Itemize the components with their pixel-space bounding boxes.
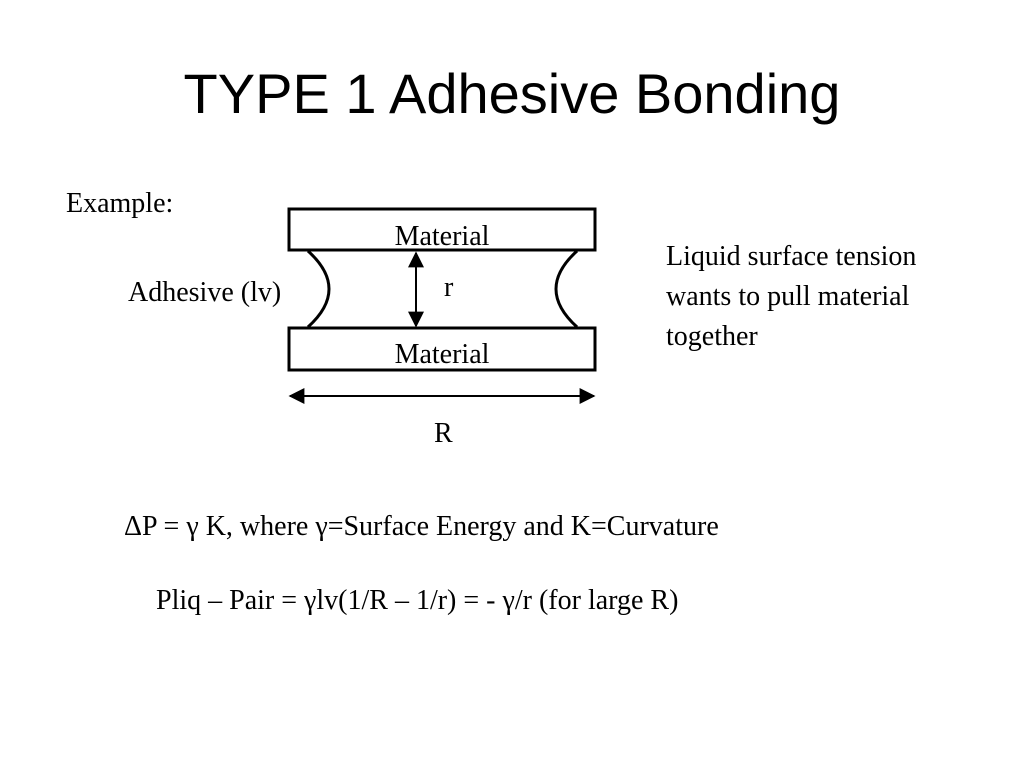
material-top-label: Material bbox=[394, 221, 490, 252]
surface-tension-note: Liquid surface tension wants to pull mat… bbox=[666, 237, 1006, 357]
material-top-plate bbox=[287, 207, 597, 252]
note-line: Liquid surface tension bbox=[666, 241, 917, 272]
material-bottom-plate bbox=[287, 326, 597, 372]
pressure-difference-equation: Pliq – Pair = γlv(1/R – 1/r) = - γ/r (fo… bbox=[156, 585, 679, 616]
example-label: Example: bbox=[66, 188, 174, 219]
meniscus-right bbox=[554, 249, 579, 329]
laplace-equation: ΔP = γ K, where γ=Surface Energy and K=C… bbox=[124, 511, 719, 542]
note-line: together bbox=[666, 321, 758, 352]
material-bottom-label: Material bbox=[394, 339, 490, 370]
width-label: R bbox=[434, 418, 453, 449]
gap-label: r bbox=[444, 272, 454, 303]
adhesive-label: Adhesive (lv) bbox=[128, 277, 282, 308]
slide-title: TYPE 1 Adhesive Bonding bbox=[183, 62, 841, 125]
meniscus-left bbox=[306, 249, 331, 329]
note-line: wants to pull material bbox=[666, 281, 910, 312]
